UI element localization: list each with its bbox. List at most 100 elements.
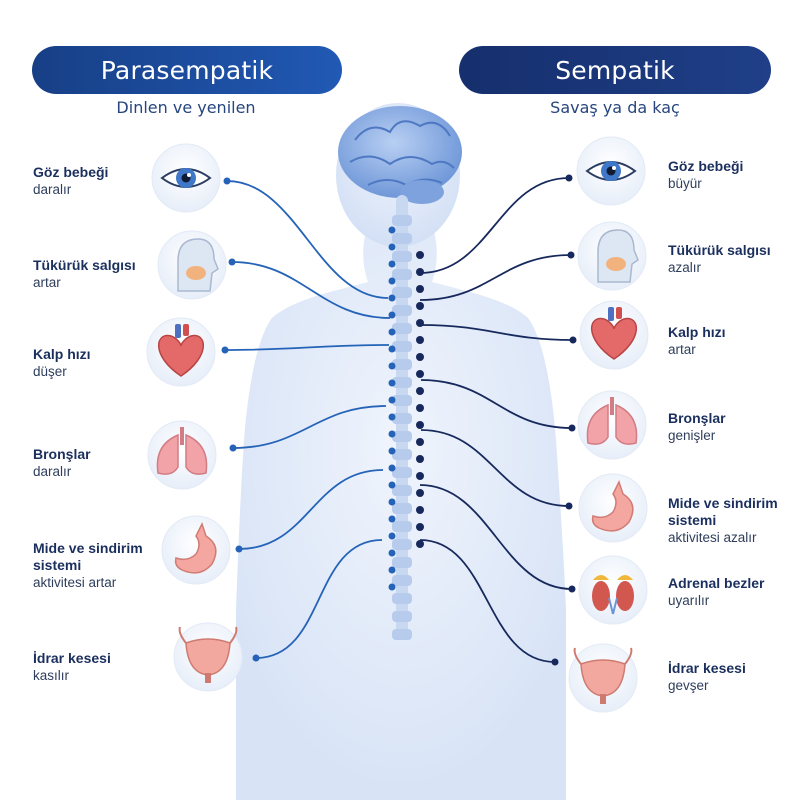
organ-name: Adrenal bezler xyxy=(668,575,765,591)
parasympathetic-nerves xyxy=(221,177,391,662)
vertebra xyxy=(392,377,412,388)
vertebra xyxy=(392,575,412,586)
symp-ganglion xyxy=(416,506,424,514)
salivary-gland-icon xyxy=(177,238,219,292)
connector-dot xyxy=(229,444,237,452)
para-organ-circle xyxy=(161,515,231,585)
vertebra xyxy=(392,395,412,406)
vertebra xyxy=(392,251,412,262)
parasympathetic-nerve-line xyxy=(232,405,387,449)
para-organ-circle xyxy=(157,230,227,300)
organ-name: Kalp hızı xyxy=(33,346,91,362)
sympathetic-title-text: Sempatik xyxy=(555,55,675,85)
vertebra xyxy=(392,305,412,316)
organ-effect: gevşer xyxy=(668,678,709,693)
para-organ-label: İdrar kesesi kasılır xyxy=(33,650,161,685)
symp-ganglion xyxy=(416,251,424,259)
parasympathetic-subtitle: Dinlen ve yenilen xyxy=(116,98,256,117)
parasympathetic-title: Parasempatik xyxy=(32,46,342,94)
vertebra xyxy=(392,269,412,280)
para-ganglion xyxy=(388,362,396,370)
para-ganglion xyxy=(388,498,396,506)
sympathetic-ganglia xyxy=(416,251,424,548)
symp-ganglion xyxy=(416,370,424,378)
para-ganglion xyxy=(388,243,396,251)
organ-name: Bronşlar xyxy=(33,446,91,462)
organ-name: İdrar kesesi xyxy=(33,650,111,666)
symp-organ-label: Mide ve sindirim sistemi aktivitesi azal… xyxy=(668,495,796,547)
salivary-gland-icon xyxy=(597,229,639,283)
symp-ganglion xyxy=(416,523,424,531)
sympathetic-nerve-line xyxy=(420,379,573,429)
symp-ganglion xyxy=(416,319,424,327)
para-ganglion xyxy=(388,277,396,285)
sympathetic-title: Sempatik xyxy=(459,46,771,94)
vertebra xyxy=(392,503,412,514)
parasympathetic-nerve-line xyxy=(224,344,390,351)
connector-dot xyxy=(235,545,243,553)
para-organ-circle xyxy=(173,622,243,692)
organ-name: Kalp hızı xyxy=(668,324,726,340)
organ-effect: kasılır xyxy=(33,668,70,683)
para-organ-label: Kalp hızı düşer xyxy=(33,346,161,381)
para-organ-label: Tükürük salgısı artar xyxy=(33,257,161,292)
connector-dot xyxy=(228,258,236,266)
symp-ganglion xyxy=(416,285,424,293)
para-ganglion xyxy=(388,447,396,455)
vertebra xyxy=(392,593,412,604)
symp-organ-circle xyxy=(578,473,648,543)
para-ganglion xyxy=(388,396,396,404)
connector-dot xyxy=(568,424,576,432)
symp-ganglion xyxy=(416,489,424,497)
symp-organ-circle xyxy=(577,390,647,460)
parasympathetic-nerve-line xyxy=(231,261,391,319)
vertebra xyxy=(392,359,412,370)
sympathetic-nerves xyxy=(419,174,577,666)
para-ganglion xyxy=(388,260,396,268)
organ-effect: artar xyxy=(33,275,61,290)
symp-ganglion xyxy=(416,387,424,395)
organ-effect: genişler xyxy=(668,428,716,443)
symp-organ-circle xyxy=(577,221,647,291)
symp-organ-label: Bronşlar genişler xyxy=(668,410,796,445)
organ-effect: aktivitesi artar xyxy=(33,575,117,590)
parasympathetic-nerve-line xyxy=(238,469,384,550)
eye-icon xyxy=(585,161,637,181)
symp-ganglion xyxy=(416,472,424,480)
vertebra xyxy=(392,233,412,244)
para-ganglion xyxy=(388,345,396,353)
connector-dot xyxy=(569,336,577,344)
organ-name: Tükürük salgısı xyxy=(668,242,771,258)
para-ganglion xyxy=(388,226,396,234)
bladder-icon xyxy=(178,626,238,683)
connector-dot xyxy=(565,502,573,510)
organ-effect: daralır xyxy=(33,182,72,197)
vertebra xyxy=(392,539,412,550)
parasympathetic-title-text: Parasempatik xyxy=(100,55,274,85)
para-ganglion xyxy=(388,311,396,319)
connector-dot xyxy=(252,654,260,662)
parasympathetic-nerve-line xyxy=(255,539,383,659)
symp-organ-label: İdrar kesesi gevşer xyxy=(668,660,796,695)
parasympathetic-nerve-line xyxy=(226,180,389,299)
symp-ganglion xyxy=(416,404,424,412)
sympathetic-nerve-line xyxy=(420,324,574,341)
adrenal-glands-icon xyxy=(592,575,634,615)
symp-ganglion xyxy=(416,540,424,548)
para-ganglion xyxy=(388,532,396,540)
organ-name: Mide ve sindirim sistemi xyxy=(668,495,778,528)
para-organ-circle xyxy=(146,317,216,387)
vertebra xyxy=(392,323,412,334)
organ-effect: azalır xyxy=(668,260,702,275)
stomach-icon xyxy=(174,522,217,574)
symp-ganglion xyxy=(416,302,424,310)
symp-ganglion xyxy=(416,438,424,446)
organ-name: Tükürük salgısı xyxy=(33,257,136,273)
spine xyxy=(392,195,412,640)
vertebra xyxy=(392,467,412,478)
symp-organ-circle xyxy=(568,643,638,713)
symp-ganglion xyxy=(416,421,424,429)
sympathetic-nerve-line xyxy=(419,254,572,301)
connector-dot xyxy=(565,174,573,182)
